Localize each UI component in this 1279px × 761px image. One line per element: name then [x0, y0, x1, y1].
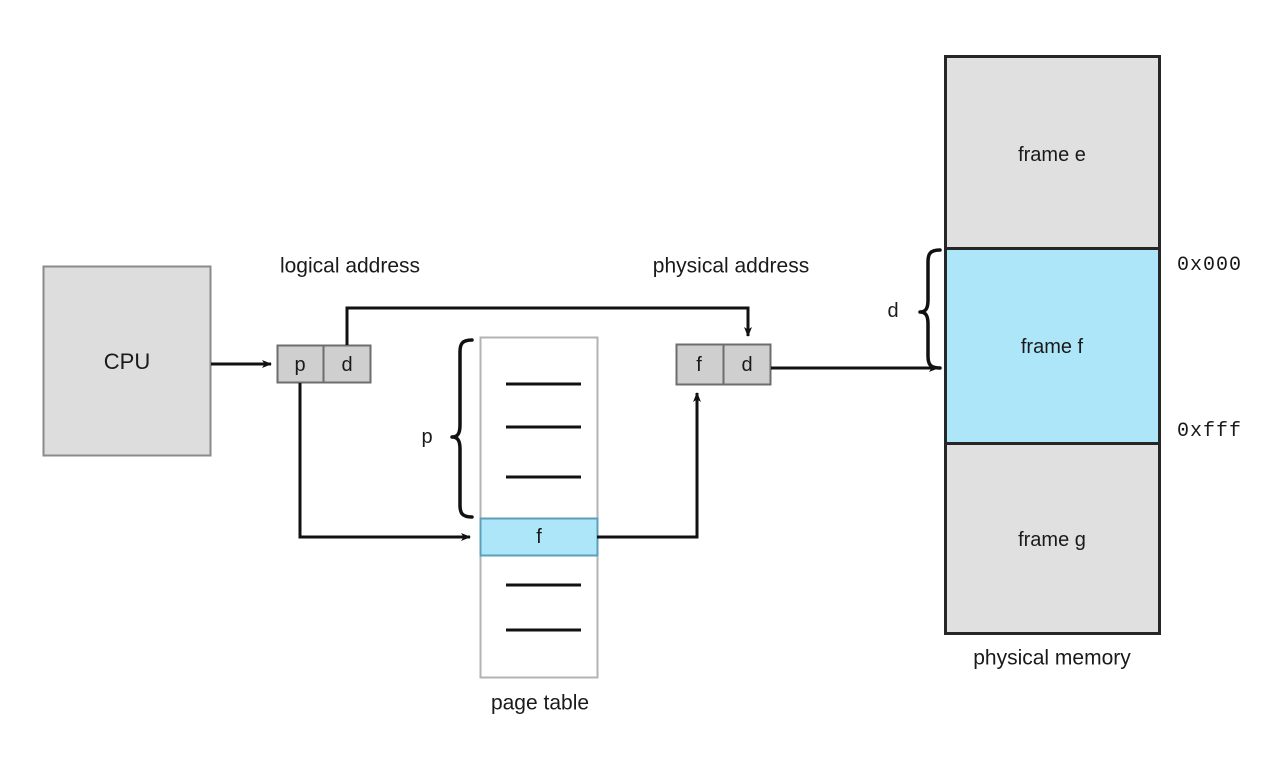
page-table-row-highlight-label: f [536, 526, 542, 548]
physical-address-cell-d [722, 343, 772, 386]
logical-address-cell-d-label: d [341, 354, 353, 376]
path-frame-f-to-physical-address [597, 392, 701, 539]
memory-frame-e [944, 55, 1161, 250]
logical-address-cell-p [276, 344, 325, 384]
physical-address-cell-f [675, 343, 725, 386]
memory-address-marker-top: 0x000 [1177, 254, 1243, 277]
memory-frame-e-label: frame e [1018, 144, 1086, 166]
memory-address-marker-bottom: 0xfff [1177, 420, 1243, 443]
offset-brace-label: d [887, 300, 899, 322]
page-number-brace [450, 338, 474, 519]
memory-frame-f [944, 247, 1161, 445]
page-table-caption: page table [490, 691, 590, 715]
physical-memory-caption: physical memory [973, 646, 1131, 670]
memory-frame-g [944, 442, 1161, 635]
path-offset-d-to-physical-address [345, 306, 752, 345]
path-page-number-p-to-page-table [298, 383, 471, 541]
physical-address-cell-f-label: f [696, 354, 702, 376]
cpu-label: CPU [103, 349, 151, 374]
physical-address-cell-d-label: d [741, 354, 753, 376]
cpu-box [42, 265, 212, 457]
memory-frame-g-label: frame g [1018, 529, 1086, 551]
page-table-box [479, 336, 599, 679]
page-number-brace-label: p [421, 426, 433, 448]
logical-address-caption: logical address [279, 254, 421, 278]
logical-address-cell-d [322, 344, 372, 384]
offset-brace [918, 248, 942, 370]
logical-address-cell-p-label: p [294, 354, 306, 376]
physical-address-caption: physical address [652, 254, 810, 278]
memory-frame-f-label: frame f [1020, 336, 1084, 358]
